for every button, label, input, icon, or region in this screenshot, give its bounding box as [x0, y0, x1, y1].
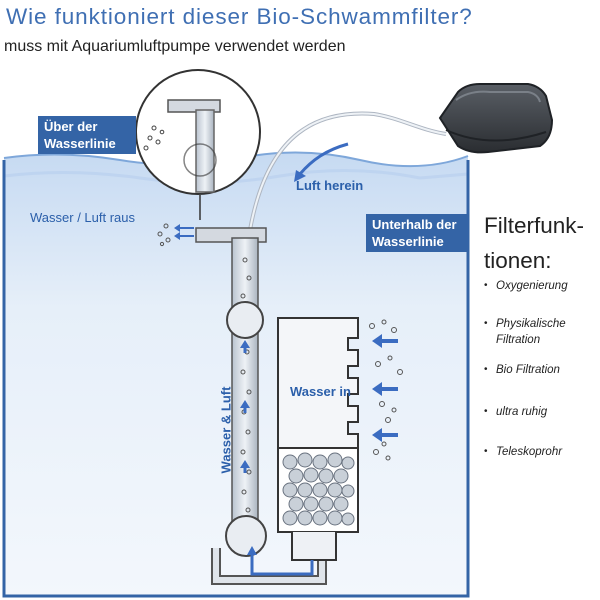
list-item: • Oxygenierung [484, 278, 600, 294]
bullet: • [484, 318, 488, 329]
list-item-label: Oxygenierung [496, 280, 568, 292]
bio-media [282, 452, 355, 526]
list-item-label: ultra ruhig [496, 406, 548, 418]
label-water-and-air: Wasser & Luft [218, 386, 234, 474]
page-title: Wie funktioniert dieser Bio-Schwammfilte… [6, 4, 473, 29]
label-water-in: Wasser in [290, 384, 351, 399]
air-in-arrow [298, 142, 349, 175]
list-item: • Bio Filtration [484, 362, 600, 378]
magnifier-icon [135, 69, 261, 220]
list-item: • ultra ruhig [484, 404, 600, 420]
list-item: • Physikalische Filtration [484, 316, 600, 348]
lift-tube [231, 237, 259, 549]
label-below-water: Unterhalb der Wasserlinie [366, 214, 468, 252]
page-subtitle: muss mit Aquariumluftpumpe verwendet wer… [4, 38, 346, 55]
bullet: • [484, 364, 488, 375]
bullet: • [484, 406, 488, 417]
label-water-air-out: Wasser / Luft raus [30, 210, 135, 225]
tube-bubbles [240, 257, 252, 513]
bullet: • [484, 446, 488, 457]
inlet-arrows [372, 334, 398, 442]
inlet-bubbles [369, 319, 403, 461]
up-arrows [240, 340, 250, 473]
outlet-arrows [174, 224, 194, 240]
label-air-in: Luft herein [296, 178, 364, 193]
tank-outline [2, 160, 470, 598]
list-item-label: Teleskoprohr [496, 446, 563, 458]
side-panel-title: Filterfunk-tionen: [484, 213, 585, 273]
outlet-bubbles [157, 223, 171, 247]
bottom-flow-arrow [250, 552, 314, 576]
bullet: • [484, 280, 488, 291]
label-above-water: Über der Wasserlinie [38, 116, 136, 154]
list-item-label: Physikalische Filtration [496, 318, 566, 346]
list-item-label: Bio Filtration [496, 364, 560, 376]
air-pump-icon [438, 83, 554, 154]
list-item: • Teleskoprohr [484, 444, 600, 460]
